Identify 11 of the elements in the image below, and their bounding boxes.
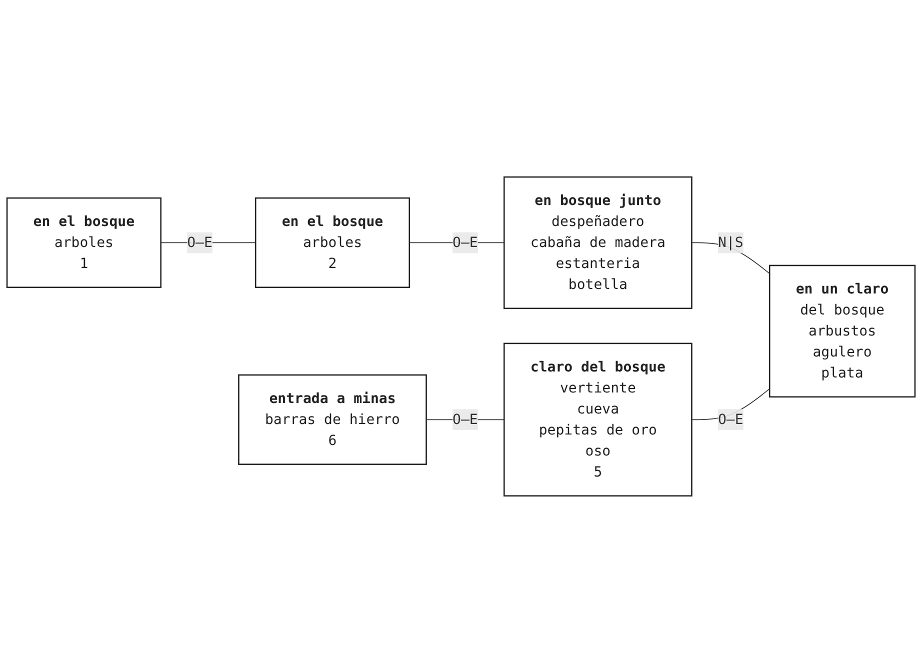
node-box: en el bosque arboles 2: [254, 196, 410, 288]
node-box: en el bosque arboles 1: [6, 196, 162, 288]
edge-label: O—E: [718, 410, 744, 428]
node-box: en bosque junto despeñadero cabaña de madera estanteria botella: [504, 176, 692, 309]
edge-label: O—E: [452, 410, 478, 428]
edge-label: N|S: [718, 234, 744, 250]
node-box: entrada a minas barras de hierro 6: [238, 374, 427, 465]
edge-label: O—E: [452, 234, 478, 250]
node-box: en un claro del bosque arbustos agulero plata: [768, 264, 916, 398]
node-box: claro del bosque vertiente cueva pepitas de oro oso 5: [504, 342, 692, 496]
edge-label: O—E: [187, 234, 212, 250]
